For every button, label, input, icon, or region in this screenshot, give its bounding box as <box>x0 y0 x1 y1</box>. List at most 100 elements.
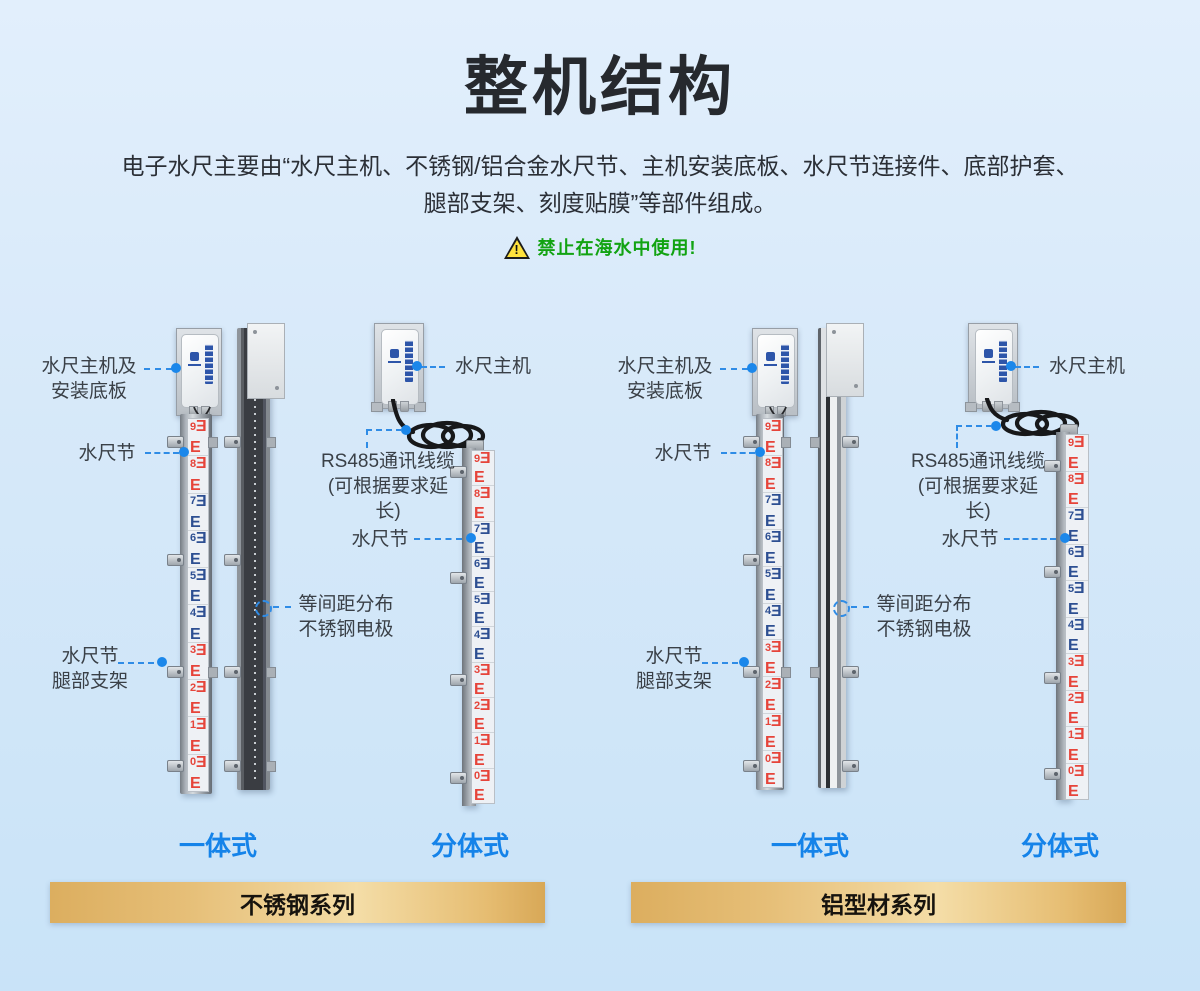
leader-line <box>421 366 445 368</box>
leg-bracket <box>743 436 760 448</box>
scale-e-mark: E <box>1068 491 1079 508</box>
description-line-1: 电子水尺主要由“水尺主机、不锈钢/铝合金水尺节、主机安装底板、水尺节连接件、底部… <box>121 153 1079 179</box>
scale-e-mark: E <box>772 492 782 509</box>
scale-e-mark: E <box>474 786 485 803</box>
leg-bracket <box>842 760 859 772</box>
leader-line <box>702 662 738 664</box>
scale-number: 8 <box>765 457 772 470</box>
brand-logo <box>764 352 777 366</box>
scale-e-mark: E <box>474 469 485 487</box>
callout-line: 不锈钢电极 <box>876 619 972 640</box>
electrode-marker <box>833 600 850 617</box>
scale-e-mark: E <box>197 642 207 659</box>
leader-dot <box>401 425 411 435</box>
bracket-tab <box>208 437 218 448</box>
scale-e-mark: E <box>1068 527 1079 545</box>
callout-line: 安装底板 <box>626 381 703 402</box>
callout-line: (可根据要求延长) <box>917 476 1039 522</box>
callout-ruler-section: 水尺节 <box>654 443 712 464</box>
callout-line: 腿部支架 <box>51 671 128 692</box>
scale-e-mark: E <box>772 751 782 768</box>
scale-e-mark: E <box>772 677 782 694</box>
scale-number: 1 <box>1068 728 1075 741</box>
variant-label-integrated: 一体式 <box>178 831 257 861</box>
leg-bracket <box>1044 768 1061 780</box>
scale-number: 5 <box>765 568 772 581</box>
variant-label-integrated: 一体式 <box>770 831 849 861</box>
scale-e-mark: E <box>190 625 201 643</box>
scale-e-mark: E <box>1075 654 1085 670</box>
scale-e-mark: E <box>1075 435 1085 451</box>
leg-bracket <box>167 760 184 772</box>
leader-line <box>118 662 154 664</box>
leg-bracket <box>450 674 467 686</box>
callout-line: 水尺节 <box>645 646 703 667</box>
scale-e-mark: E <box>481 733 491 750</box>
callout-line: 等间距分布 <box>876 594 972 615</box>
leader-line <box>851 606 869 608</box>
callout-line: 安装底板 <box>50 381 127 402</box>
scale-number: 7 <box>190 495 197 508</box>
leg-bracket <box>743 554 760 566</box>
scale-e-mark: E <box>1075 544 1085 561</box>
scale-e-mark: E <box>481 662 491 679</box>
rear-mount-plate <box>826 323 864 397</box>
scale-e-mark: E <box>772 419 782 435</box>
leader-dot <box>157 657 167 667</box>
scale-number: 9 <box>1068 436 1075 449</box>
scale-e-mark: E <box>190 737 201 755</box>
scale-e-mark: E <box>1075 508 1085 524</box>
leg-bracket <box>842 436 859 448</box>
leader-dot <box>991 421 1001 431</box>
leader-line <box>1015 366 1039 368</box>
bracket-tab <box>266 761 276 772</box>
brand-logo <box>188 352 201 366</box>
leader-dot <box>171 363 181 373</box>
scale-number: 0 <box>1068 765 1075 777</box>
bracket-tab <box>810 667 820 678</box>
scale-number: 3 <box>1068 655 1075 668</box>
leg-bracket <box>450 466 467 478</box>
leg-bracket <box>224 760 241 772</box>
leader-line <box>145 452 179 454</box>
scale-e-mark: E <box>474 645 485 663</box>
scale-number: 5 <box>190 569 197 582</box>
scale-e-mark: E <box>474 716 485 734</box>
host-display-panel <box>999 340 1007 382</box>
scale-e-mark: E <box>197 568 207 585</box>
scale-e-mark: E <box>190 476 201 494</box>
warning-triangle-fill <box>506 239 527 257</box>
callout-line: RS485通讯线缆 <box>910 451 1046 472</box>
scale-number: 6 <box>190 532 197 545</box>
series-banner-aluminum: 铝型材系列 <box>631 882 1126 923</box>
scale-e-mark: E <box>190 439 201 457</box>
callout-host: 水尺主机 <box>454 356 531 377</box>
scale-e-mark: E <box>474 539 485 557</box>
scale-e-mark: E <box>481 698 491 715</box>
scale-number: 2 <box>474 699 481 712</box>
callout-host-plate: 水尺主机及 安装底板 <box>614 354 716 404</box>
scale-number: 6 <box>1068 546 1075 558</box>
scale-e-mark: E <box>474 504 485 522</box>
scale-e-mark: E <box>765 771 776 788</box>
scale-number: 7 <box>1068 509 1075 522</box>
leg-bracket <box>1044 672 1061 684</box>
leg-bracket <box>224 666 241 678</box>
bracket-tab <box>266 667 276 678</box>
scale-e-mark: E <box>197 456 207 473</box>
scale-e-mark: E <box>481 768 491 785</box>
scale-e-mark: E <box>765 734 776 752</box>
bracket-tab <box>810 437 820 448</box>
scale-number: 3 <box>190 644 197 657</box>
